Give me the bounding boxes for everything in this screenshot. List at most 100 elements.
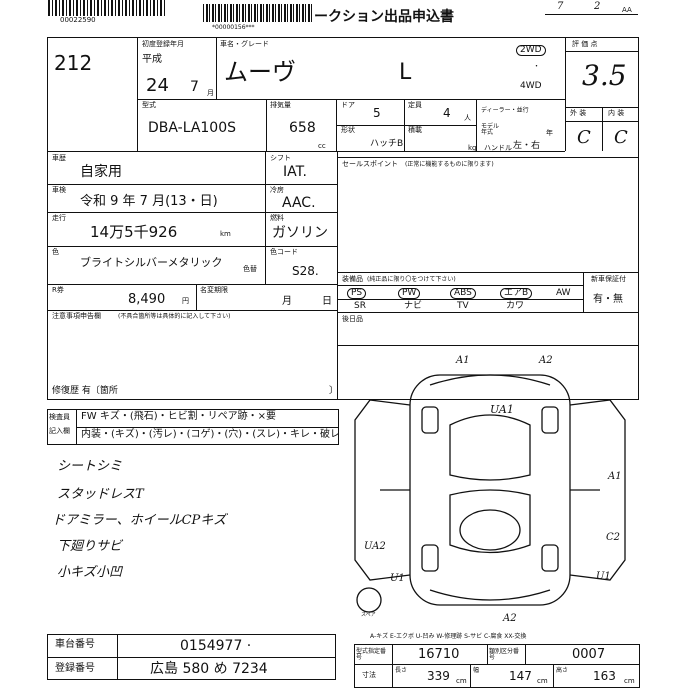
shift-label: シフト <box>270 154 291 162</box>
color-code-label: 色コード <box>270 248 298 256</box>
score-label: 評 価 点 <box>572 40 598 48</box>
capacity-unit: 人 <box>464 114 471 122</box>
fuel: ガソリン <box>272 225 328 241</box>
chassis-number: 0154977 · <box>180 638 252 654</box>
equipment-label: 装備品 <box>342 275 363 283</box>
height-unit: cm <box>624 677 635 685</box>
capacity: 4 <box>443 106 451 120</box>
inspector-row-2: 内装・(キズ)・(汚レ)・(コゲ)・(穴)・(スレ)・キレ・破レ <box>81 429 341 440</box>
repair-history: 修復歴 有〔箇所 <box>52 386 118 396</box>
mileage: 14万5千926 <box>90 223 178 241</box>
equip-pw: PW <box>398 288 421 299</box>
usage: 自家用 <box>80 164 122 180</box>
damage-mark-ua2: UA2 <box>364 541 386 552</box>
registration-label: 初度登録年月 <box>142 40 184 48</box>
displacement: 658 <box>289 120 316 136</box>
recycle-unit: 円 <box>182 297 189 305</box>
model-grade: L <box>399 60 412 85</box>
damage-mark-a2-bottom: A2 <box>503 613 517 624</box>
body-shape: ハッチB <box>370 139 404 149</box>
capacity-label: 定員 <box>408 101 422 109</box>
notes-sub: (不具合箇所等は具体的に記入して下さい) <box>118 313 231 320</box>
mileage-unit: km <box>220 230 231 238</box>
height: 163 <box>593 669 616 683</box>
barcode-2 <box>203 4 313 22</box>
ac: AAC. <box>282 195 316 211</box>
category-number: 0007 <box>572 647 606 662</box>
inspection-label: 車検 <box>52 186 66 194</box>
inspector-label-1: 検査員 <box>49 413 70 421</box>
drive-4wd: 4WD <box>520 81 542 91</box>
color-code: S28. <box>292 264 319 278</box>
form-title: ークション出品申込書 <box>314 9 454 25</box>
handwritten-note-2: スタッドレスT <box>57 487 144 502</box>
drive-2wd: 2WD <box>516 45 546 56</box>
equip-navi: ナビ <box>404 301 423 311</box>
damage-mark-u1-left: U1 <box>390 573 405 584</box>
recycle-label: R券 <box>52 286 64 294</box>
interior-value: C <box>614 127 628 148</box>
accessories-label: 後日品 <box>342 315 363 323</box>
model-year-label: モデル 年式 <box>481 123 500 136</box>
equipment-sub: (純正品に限り〇をつけて下さい) <box>367 276 456 283</box>
steering: 左・右 <box>513 141 541 151</box>
dealer-label: ディーラー・並行 <box>481 107 529 114</box>
damage-mark-a1-right: A1 <box>608 471 622 482</box>
inspector-row-1: FW キズ・(飛石)・ヒビ割・リペア跡・×要 <box>81 411 276 422</box>
equip-ps: PS <box>347 288 367 299</box>
equip-abs: ABS <box>450 288 476 299</box>
lot-number: 212 <box>54 51 93 75</box>
registration-month-unit: 月 <box>207 89 214 97</box>
new-car-label: 新車保証付 <box>591 275 626 283</box>
barcode <box>48 0 166 16</box>
body-shape-label: 形状 <box>341 126 355 134</box>
date-month: 7 <box>557 1 564 12</box>
name-change-day: 日 <box>322 296 332 307</box>
spare-label: スペア <box>361 612 376 618</box>
sales-point-label: セールスポイント <box>342 160 398 168</box>
weight-label: 積載 <box>408 126 422 134</box>
model-year-unit: 年 <box>546 129 553 137</box>
sales-point-sub: (正常に機能するものに限ります) <box>405 161 494 168</box>
length: 339 <box>427 669 450 683</box>
handwritten-note-3: ドアミラー、ホイールCPキズ <box>52 513 227 528</box>
fuel-label: 燃料 <box>270 214 284 222</box>
cert-box <box>354 644 640 688</box>
inspection: 令和 9 年 7 月(13・日) <box>80 194 218 209</box>
name-change-label: 名変期限 <box>200 286 228 294</box>
equip-aw: AW <box>556 288 571 298</box>
color: ブライトシルバーメタリック <box>80 256 223 269</box>
date-suffix: AA <box>622 6 632 14</box>
steering-label: ハンドル <box>484 144 512 152</box>
length-unit: cm <box>456 677 467 685</box>
equip-leather: カワ <box>506 301 525 311</box>
handwritten-note-4: 下廻りサビ <box>57 539 123 554</box>
dims-label: 寸法 <box>362 671 376 679</box>
damage-mark-c2: C2 <box>606 532 621 543</box>
width-unit: cm <box>537 677 548 685</box>
mileage-label: 走行 <box>52 214 66 222</box>
category-label: 類別区分番号 <box>489 648 520 661</box>
new-car-value: 有・無 <box>593 294 623 305</box>
usage-label: 車歴 <box>52 154 66 162</box>
color-change-label: 色替 <box>243 265 257 273</box>
car-diagram <box>354 374 626 613</box>
displacement-unit: cc <box>318 142 326 150</box>
color-label: 色 <box>52 248 59 256</box>
model-code-label: 型式 <box>142 101 156 109</box>
damage-mark-a1-top: A1 <box>456 355 470 366</box>
damage-mark-a2-top: A2 <box>539 355 553 366</box>
plate-number: 広島 580 め 7234 <box>150 661 268 677</box>
recycle: 8,490 <box>128 292 166 307</box>
damage-mark-ua1: UA1 <box>490 403 514 416</box>
length-label: 長さ <box>395 667 408 674</box>
name-change-month: 月 <box>282 296 292 307</box>
equip-tv: TV <box>457 301 469 311</box>
ac-label: 冷房 <box>270 186 284 194</box>
handwritten-note-1: シートシミ <box>57 459 123 474</box>
registration-year: 24 <box>146 75 169 96</box>
model-name: ムーヴ <box>224 58 296 86</box>
damage-mark-u1-right: U1 <box>596 571 611 582</box>
width: 147 <box>509 669 532 683</box>
